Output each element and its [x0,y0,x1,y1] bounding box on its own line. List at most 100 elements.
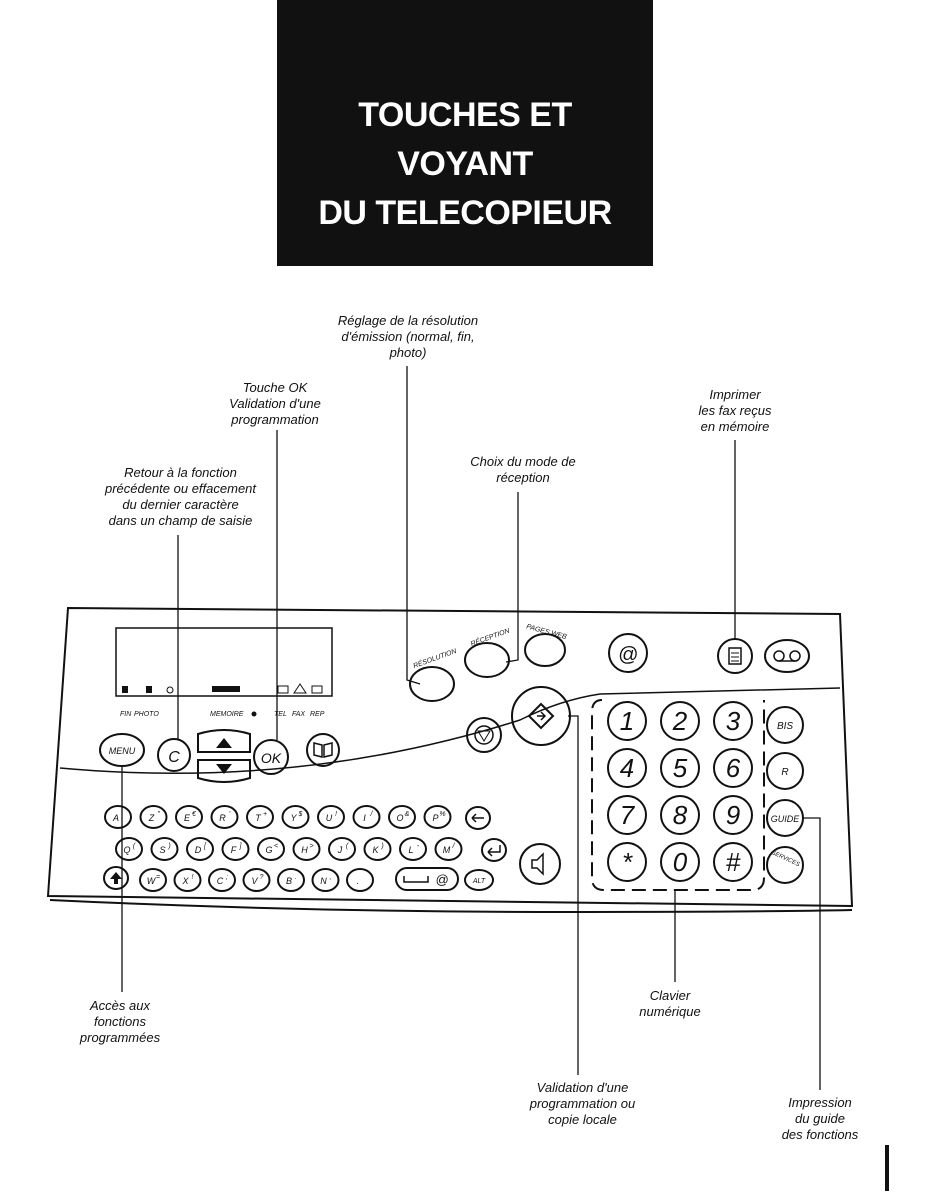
alpha-key[interactable]: F] [221,837,250,861]
stop-icon [477,730,491,742]
page-edge-mark [885,1145,889,1191]
alpha-key-sub: ! [335,811,337,818]
numeric-key[interactable]: 7 [607,795,647,835]
alpha-key[interactable]: S) [150,837,179,861]
alpha-key[interactable]: A [104,805,132,829]
callout-clavier: Clavier numérique [610,988,730,1020]
callout-ok: Touche OK Validation d'une programmation [200,380,350,428]
alpha-key-main: F [231,845,237,855]
alt-label: ALT [472,878,486,885]
bis-button[interactable]: BIS [766,706,804,744]
alpha-key-outline [242,868,271,892]
up-arrow-icon [216,738,232,748]
alpha-key[interactable]: P% [423,805,452,829]
resolution-button[interactable]: RÉSOLUTION [409,646,458,702]
numeric-key-outline [607,748,647,788]
numeric-key[interactable]: 6 [713,748,753,788]
alpha-key-main: I [363,813,366,823]
numeric-key[interactable]: 2 [660,701,700,741]
alpha-key-main: Y [290,813,297,823]
callout-resolution-line: Réglage de la résolution [337,313,479,328]
numeric-key[interactable]: 0 [660,842,700,882]
alpha-key[interactable]: O& [388,805,416,829]
alpha-key[interactable]: X! [173,868,202,892]
start-button[interactable] [511,686,571,746]
alpha-key[interactable]: N, [311,868,340,892]
alpha-key[interactable]: K) [363,837,392,861]
alpha-key[interactable]: W= [139,868,167,892]
alpha-key-main: G [265,845,272,855]
enter-icon [487,845,501,857]
alpha-key-main: W [147,876,157,886]
numeric-key-label: * [622,847,633,877]
alpha-key[interactable]: C; [208,868,236,892]
numeric-key[interactable]: 5 [660,748,700,788]
alpha-key-main: E [184,813,191,823]
numeric-key-outline [713,795,753,835]
alpha-key-main: T [255,813,262,823]
numeric-key[interactable]: 4 [607,748,647,788]
enter-button[interactable] [481,838,507,862]
guide-button[interactable]: GUIDE [766,799,804,837]
shift-button[interactable] [103,866,129,890]
alpha-key-sub: - [417,843,420,850]
ok-button[interactable]: OK [253,739,289,775]
indicator-fin [122,686,128,693]
numeric-key[interactable]: 9 [713,795,753,835]
alpha-key[interactable]: U! [317,805,345,829]
alpha-key[interactable]: B. [277,868,305,892]
reception-button[interactable]: RÉCEPTION [464,625,512,678]
r-button[interactable]: R [766,752,804,790]
up-arrow-button[interactable] [197,729,251,753]
alpha-key[interactable]: I/ [352,805,381,829]
alpha-key[interactable]: Q( [115,837,143,861]
numeric-key[interactable]: 1 [607,701,647,741]
r-label: R [781,767,788,778]
callout-validation-line: Validation d'une [536,1080,629,1095]
alpha-key[interactable]: Y$ [281,805,310,829]
alpha-key-main: L [408,845,413,855]
print-memory-button[interactable] [717,638,753,674]
answering-machine-button[interactable] [764,639,810,673]
directory-button[interactable] [306,733,340,767]
services-button[interactable]: SERVICES [766,846,804,884]
numeric-key[interactable]: 8 [660,795,700,835]
alpha-key[interactable]: H> [292,837,321,861]
alpha-key-outline [281,805,310,829]
ok-label: OK [261,750,282,766]
callout-ok-line: Validation d'une [229,396,321,411]
alpha-key[interactable]: T+ [246,805,274,829]
numeric-key[interactable]: # [713,842,753,882]
alpha-keyboard: A Z" E€ R' T+ Y$ U! I/O&P% Q( S) D[ F] G< H> J( K) L- M/W… [104,805,463,892]
alpha-key-outline [210,805,239,829]
alpha-key[interactable]: V? [242,868,271,892]
speaker-icon [531,852,544,876]
alt-button[interactable]: ALT [464,869,494,891]
pages-web-button[interactable]: PAGES WEB [524,623,568,667]
alpha-key[interactable]: D[ [186,837,214,861]
down-arrow-button[interactable] [197,759,251,783]
callout-resolution-line: photo) [389,345,427,360]
menu-button[interactable]: MENU [99,733,145,767]
document-icon [728,647,742,665]
alpha-key[interactable]: E€ [175,805,203,829]
callout-retour-line: du dernier caractère [122,497,239,512]
backspace-button[interactable] [465,806,491,830]
space-button[interactable]: @ [395,867,459,891]
alpha-key[interactable]: R' [210,805,239,829]
alpha-key[interactable]: G< [257,837,285,861]
alpha-key-sub: " [157,811,160,818]
email-button[interactable]: @ [608,633,648,673]
c-button[interactable]: C [157,738,191,772]
alpha-key[interactable]: L- [399,837,427,861]
numeric-key[interactable]: 3 [713,701,753,741]
alpha-key[interactable]: J( [328,837,356,861]
alpha-key[interactable]: Z" [139,805,168,829]
numeric-key[interactable]: * [607,842,647,882]
alpha-key-outline [388,805,416,829]
speaker-button[interactable] [519,843,561,885]
alpha-key[interactable]: M/ [434,837,463,861]
alpha-key[interactable]: . [346,868,374,892]
alpha-key-sub: ] [239,843,243,850]
stop-button[interactable] [466,717,502,753]
